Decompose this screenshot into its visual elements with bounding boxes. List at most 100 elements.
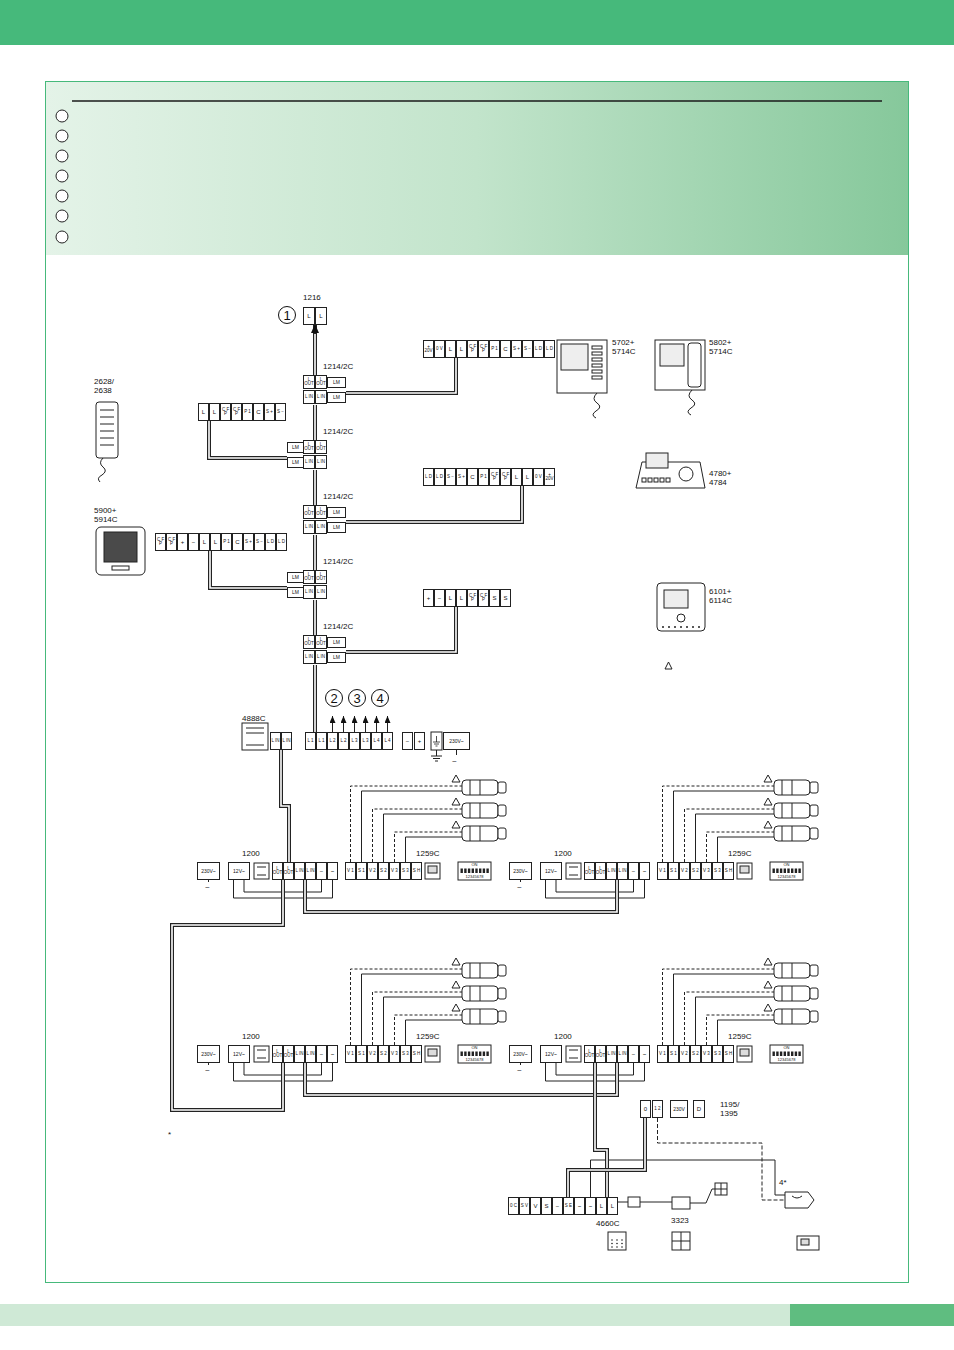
keypad-icon [672,1232,690,1250]
terminal-pin: 12V~ [540,862,562,880]
terminal-pin: ~ [585,1197,596,1215]
door-panel-icon [616,1246,618,1248]
terminal-pin: L OUT [272,1045,283,1063]
signal-wire [696,814,775,862]
dip-lever [472,869,474,874]
module-icon [254,1046,269,1062]
camera-lens [810,965,818,976]
terminal-pin: L OUT [315,505,327,519]
terminal-pin: S 1 [668,862,679,880]
monitor-button [674,626,676,628]
terminal-pin: − [316,862,327,880]
riser-arrow [343,716,344,732]
module-icon [246,728,264,745]
switch-marking: ON [771,1046,802,1051]
door-panel-icon [621,1243,623,1245]
mains-wire [208,1063,209,1065]
terminal-pin: L OUT [283,862,294,880]
monitor-icon [655,340,705,390]
twisted-pair-cable [210,551,287,588]
terminal-pin: S 3 [712,1045,723,1063]
device-label: ~ [517,883,522,892]
part-number: 4888C [242,714,266,723]
terminal-pin: P 1 [489,340,500,358]
door-panel-icon [611,1246,613,1248]
terminal-pin: L IN [315,585,327,599]
terminal-pin: L 1 [305,732,316,750]
panel-icon [672,1197,690,1209]
terminal-strip: C F PC F P+−LLP 1CS +S −L DL D [155,533,287,551]
terminal-pin: S 2 [378,1045,389,1063]
terminal-pin: ~ [327,862,338,880]
dip-switch [458,1045,491,1063]
terminal-pin: C F P [500,468,511,486]
terminal-pin: S V [519,1197,530,1215]
terminal-pin: S 2 [378,862,389,880]
terminal-pin: C F P [231,403,242,421]
terminal-pin: L 3 [349,732,360,750]
terminal-pin: S H [411,1045,422,1063]
module-icon [569,1050,578,1058]
note-triangle [452,798,460,805]
lock-relay: 1195/ 139501 2230VD [640,1100,705,1118]
part-number: 1259C [416,1032,440,1041]
module-icon [737,1046,752,1062]
terminal-pin: − [316,1045,327,1063]
terminal-pin: L IN [305,1045,316,1063]
bottom-bar-tab [790,1304,954,1326]
camera-icon [774,1009,810,1024]
dip-lever [486,1052,488,1057]
cable-gap [209,421,287,458]
riser-arrow [354,716,355,732]
camera-icon [462,803,498,818]
power-supply: 1200230V~12V~L OUTL OUTL INL IN−~ [197,1045,338,1063]
terminal-pin: S 3 [400,1045,411,1063]
frame [45,81,909,1283]
camera-icon [470,826,480,841]
terminal-pin: L IN [315,520,327,534]
monitor-icon [557,340,607,393]
terminal-pin: L IN [303,585,315,599]
cable-gap [568,1118,645,1197]
terminal-pin: C F P [478,589,489,607]
camera-lens [810,828,818,839]
mains-wire [520,1063,521,1065]
camera-icon [774,826,810,841]
part-number: 1259C [728,849,752,858]
dip-lever [795,1052,797,1057]
callout-number: 2 [325,689,343,707]
video-wire [373,992,463,1045]
terminal-pin: L IN [303,650,315,664]
twisted-pair-cable [209,421,287,458]
camera-icon [462,780,498,795]
twisted-pair-cable [568,1118,645,1197]
terminal-pin: S + [243,533,254,551]
terminal-strip: L DL DS −S +CP 1C F PC F PLL0 V+ 20V [423,468,555,486]
terminal-pin: L [511,468,522,486]
monitor-button [592,370,602,373]
monitor-button [686,626,688,628]
terminal-pin: L IN [606,862,617,880]
terminal-pin: L OUT [584,862,595,880]
dip-lever [475,869,477,874]
terminal-pin: L [315,307,327,325]
keypad-icon [715,1183,727,1195]
dip-lever [461,869,463,874]
terminal-pin: L [303,307,315,325]
riser-arrow [332,716,333,732]
header-band [46,82,908,255]
cable-gap [305,880,617,912]
cable-outline [346,358,456,393]
console-knob [679,467,693,481]
device-label: 6101+ 6114C [709,587,739,605]
terminal-pin: V [530,1197,541,1215]
video-wire [707,832,775,862]
switch-marking: 12345678 [771,1058,802,1063]
terminal-pin: 12V~ [540,1045,562,1063]
keypad-icon [672,1232,690,1250]
handset-icon [100,410,114,411]
signal-wire [406,1020,463,1045]
video-wire [663,786,775,862]
monitor-screen [660,344,684,366]
